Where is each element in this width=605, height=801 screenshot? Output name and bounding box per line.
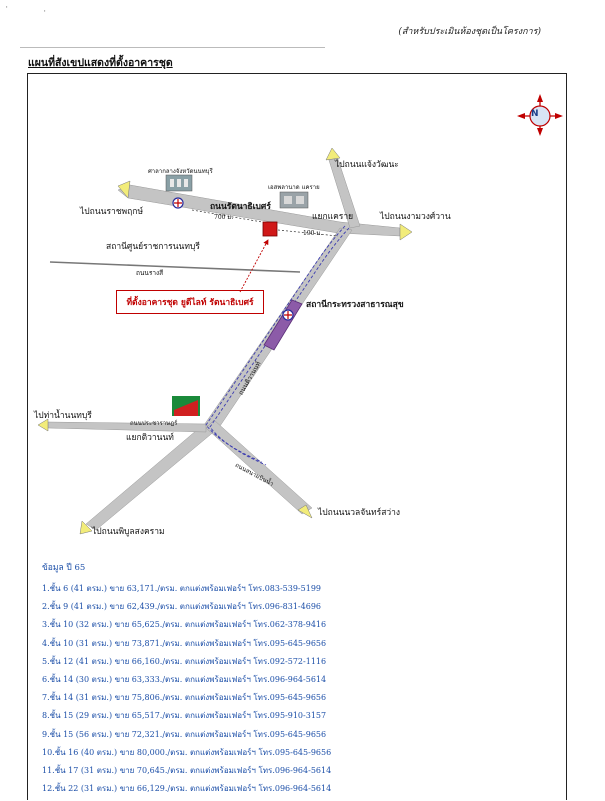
- ministry-station-label: สถานีกระทรวงสาธารณสุข: [306, 300, 404, 310]
- big-c-logo: [172, 396, 200, 416]
- list-item: 8.ชั้น 15 (29 ตรม.) ขาย 65,517./ตรม. ตกแ…: [42, 711, 327, 721]
- list-item: 7.ชั้น 14 (31 ตรม.) ขาย 75,806./ตรม. ตกแ…: [42, 693, 327, 703]
- arrow-ratchaphruek: [117, 180, 131, 199]
- sales-data-block: ข้อมูล ปี 65 1.ชั้น 6 (41 ตรม.) ขาย 63,1…: [42, 560, 552, 801]
- scan-mark-right: ': [44, 10, 46, 17]
- purple-line-track: [205, 225, 350, 466]
- arrow-chaengwattana: [325, 147, 341, 161]
- list-item: 9.ชั้น 15 (56 ตรม.) ขาย 72,321./ตรม. ตกแ…: [42, 729, 327, 739]
- compass-icon: [517, 94, 563, 136]
- arrow-nuanchan: [297, 504, 313, 519]
- rattanathibet-road-label: ถนนรัตนาธิเบศร์: [210, 202, 271, 212]
- nuanchan-road: [205, 419, 313, 515]
- header-note: (สำหรับประเมินห้องชุดเป็นโครงการ): [398, 27, 541, 37]
- list-item: 1.ชั้น 6 (41 ตรม.) ขาย 63,171./ตรม. ตกแต…: [42, 584, 321, 593]
- ministry-station-platform: [263, 299, 303, 351]
- to-ngamwongwan-label: ไปถนนงามวงศ์วาน: [380, 212, 451, 222]
- courthouse-label: ศาลากลางจังหวัดนนทบุรี: [148, 168, 213, 175]
- khae-rai-intersection-label: แยกแคราย: [312, 212, 354, 222]
- callout-leader: [239, 239, 269, 293]
- rangsi-road-label: ถนนรางสี: [136, 269, 164, 277]
- page-title: แผนที่สังเขปแสดงที่ตั้งอาคารชุด: [28, 57, 173, 69]
- scan-mark-left: ': [6, 6, 8, 13]
- government-center-station-label: สถานีศูนย์ราชการนนทบุรี: [106, 242, 200, 252]
- government-center-station-icon: [172, 197, 184, 209]
- esplanade-label: เอสพลานาด แคราย: [268, 184, 320, 191]
- to-tha-nam-label: ไปท่าน้ำนนทบุรี: [34, 411, 92, 421]
- arrow-tha-nam: [37, 418, 49, 432]
- distance-190-label: 190 ม.: [303, 230, 323, 237]
- top-divider: [20, 47, 325, 48]
- property-callout: ที่ตั้งอาคารชุด ยูดีไลท์ รัตนาธิเบศร์: [116, 290, 264, 314]
- courthouse-building: [165, 174, 193, 192]
- compass-north-label: N: [531, 109, 539, 119]
- sales-data-heading: ข้อมูล ปี 65: [42, 563, 86, 573]
- rangsi-road: [49, 261, 301, 273]
- list-item: 4.ชั้น 10 (31 ตรม.) ขาย 73,871./ตรม. ตกแ…: [42, 638, 327, 648]
- list-item: 12.ชั้น 22 (31 ตรม.) ขาย 66,129./ตรม. ตก…: [42, 784, 332, 794]
- to-nuanchan-label: ไปถนนนวลจันทร์สว่าง: [318, 508, 401, 518]
- distance-700-label: 700 ม.: [214, 214, 234, 221]
- esplanade-building: [279, 191, 309, 209]
- list-item: 11.ชั้น 17 (31 ตรม.) ขาย 70,645./ตรม. ตก…: [42, 765, 332, 775]
- tiwanon-intersection-label: แยกติวานนท์: [126, 433, 174, 443]
- to-chaengwattana-label: ไปถนนแจ้งวัฒนะ: [335, 160, 399, 170]
- list-item: 3.ชั้น 10 (32 ตรม.) ขาย 65,625./ตรม. ตกแ…: [42, 620, 327, 630]
- arrow-ngamwongwan: [399, 223, 413, 241]
- ministry-station-icon: [282, 309, 294, 321]
- list-item: 5.ชั้น 12 (41 ตรม.) ขาย 66,160./ตรม. ตกแ…: [42, 656, 327, 666]
- sales-data-list: 1.ชั้น 6 (41 ตรม.) ขาย 63,171./ตรม. ตกแต…: [42, 583, 552, 801]
- to-ratchaphruek-label: ไปถนนราชพฤกษ์: [80, 207, 144, 217]
- property-marker: [262, 221, 278, 237]
- arrow-phibunsongkhram: [79, 520, 93, 535]
- list-item: 10.ชั้น 16 (40 ตรม.) ขาย 80,000./ตรม. ตก…: [42, 747, 332, 757]
- list-item: 6.ชั้น 14 (30 ตรม.) ขาย 63,333./ตรม. ตกแ…: [42, 674, 327, 684]
- map-frame: [27, 73, 567, 800]
- to-phibunsongkhram-label: ไปถนนพิบูลสงคราม: [92, 527, 165, 537]
- prachaniwet-road-label: ถนนประชาราษฎร์: [130, 420, 178, 427]
- list-item: 2.ชั้น 9 (41 ตรม.) ขาย 62,439./ตรม. ตกแต…: [42, 602, 321, 612]
